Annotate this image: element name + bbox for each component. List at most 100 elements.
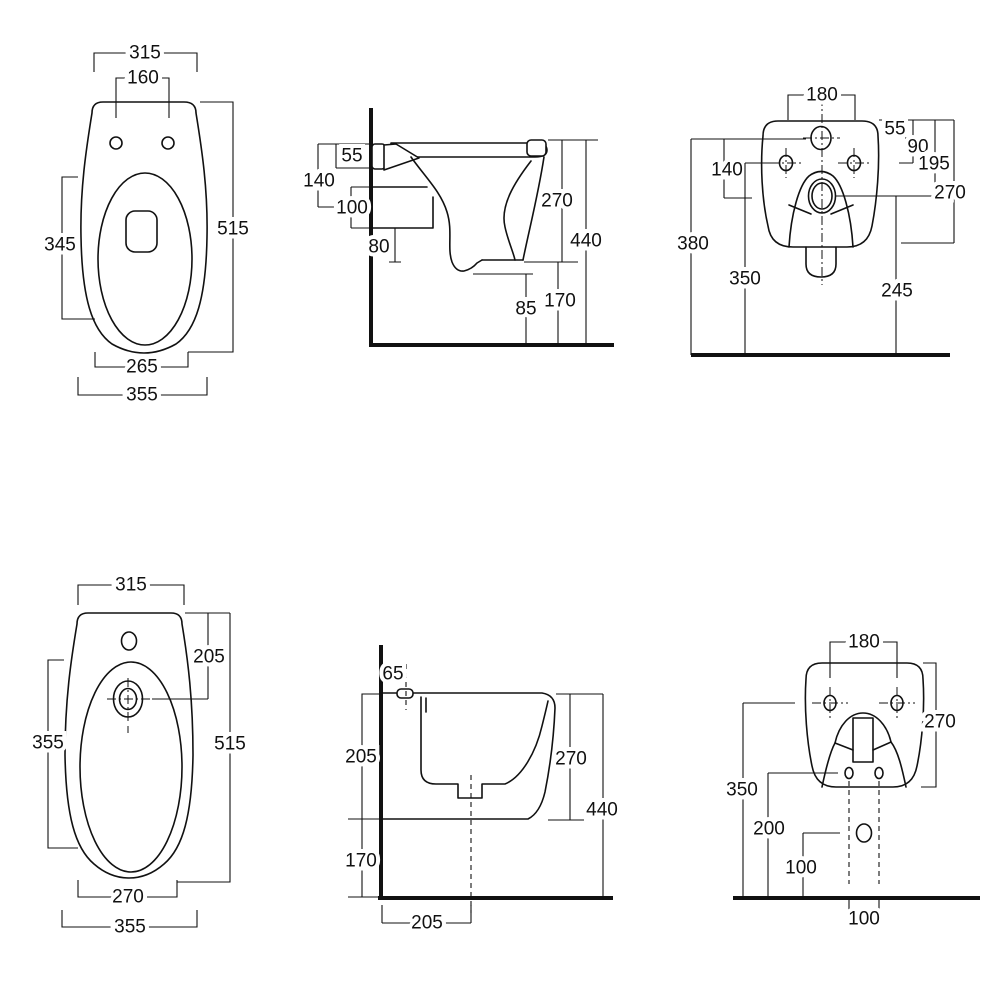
dim-inner-depth: 270 <box>548 693 603 821</box>
dim-line <box>77 584 185 605</box>
bidet-back-body-outline <box>804 662 925 788</box>
toilet-back-view: 180 55 90 195 270 140 380 350 <box>673 81 970 357</box>
dim-toilet-base-inner: 265 <box>94 352 189 382</box>
dim-line <box>921 662 937 788</box>
bidet-top-view: 315 205 355 515 270 355 <box>28 571 250 942</box>
dim-label: 515 <box>217 219 249 240</box>
dim-drain-height: 100 <box>781 832 840 898</box>
tap-hole-marker <box>396 688 414 699</box>
hole-crosshairs <box>812 687 915 719</box>
bidet-side-view: 65 205 170 205 270 440 <box>341 645 622 938</box>
arch-chords <box>834 741 892 751</box>
dim-line <box>61 176 95 320</box>
dim-bidet-base-inner: 270 <box>77 880 178 912</box>
dim-line <box>93 52 198 72</box>
dim-outlet-offset: 80 <box>364 227 401 263</box>
bidet-top-body-outline <box>64 612 194 879</box>
dim-line <box>152 612 230 700</box>
seat-fixing-hole-right <box>161 136 175 150</box>
dim-label: 100 <box>785 858 817 879</box>
dim-tap-offset: 65 <box>378 660 407 689</box>
dim-label: 55 <box>884 119 905 140</box>
dim-label: 245 <box>881 281 913 302</box>
dim-outlet-height: 245 <box>877 196 917 355</box>
dim-label: 515 <box>214 734 246 755</box>
dim-label: 355 <box>126 385 158 406</box>
dim-top-drop: 90 <box>899 120 933 164</box>
dim-label: 160 <box>127 68 159 89</box>
bowl-back-outer <box>522 156 545 261</box>
dim-bidet-top-width: 315 <box>77 571 185 605</box>
dim-label: 180 <box>848 632 880 653</box>
dim-label: 380 <box>677 234 709 255</box>
dim-body-height: 270 <box>920 662 960 788</box>
outlet-shroud <box>788 170 854 248</box>
dim-holes-height: 350 <box>722 702 795 898</box>
dim-bidet-drain-offset: 205 <box>152 612 230 700</box>
bidet-back-view: 180 270 350 200 100 100 <box>722 628 980 934</box>
dim-bidet-base-outer: 355 <box>61 910 198 942</box>
dim-line <box>317 144 336 208</box>
dim-line <box>744 162 770 355</box>
dim-line <box>829 641 898 678</box>
toilet-drain-hole <box>125 210 158 253</box>
dim-label: 55 <box>341 146 362 167</box>
dim-label: 315 <box>115 575 147 596</box>
dim-label: 355 <box>32 733 64 754</box>
dim-label: 195 <box>918 154 950 175</box>
dim-line <box>802 832 840 898</box>
dim-drain-offset: 205 <box>381 905 472 938</box>
dim-clearance: 85 <box>473 273 541 345</box>
dim-label: 85 <box>515 299 536 320</box>
waste-outlet <box>855 823 873 843</box>
dim-line <box>177 613 231 883</box>
seat-fixing-hole-left <box>109 136 123 150</box>
dim-label: 100 <box>336 198 368 219</box>
dim-label: 140 <box>711 160 743 181</box>
dim-body-depth: 205 <box>341 693 381 820</box>
dim-floor-gap: 170 <box>341 819 381 898</box>
supply-hole-right <box>874 766 884 780</box>
dim-toilet-total-length: 515 <box>188 101 253 353</box>
dim-inlet-outlet-gap: 140 <box>707 139 752 199</box>
supply-hole-left <box>844 766 854 780</box>
inlet-port-lines <box>370 186 434 229</box>
flush-inlet-block <box>371 143 386 170</box>
dim-label: 90 <box>907 137 928 158</box>
dim-toilet-base-outer: 355 <box>77 377 208 410</box>
dim-line <box>787 94 856 120</box>
dim-line <box>381 905 472 924</box>
tap-hole <box>120 631 138 651</box>
seat-hinge-cap <box>526 139 547 157</box>
cistern-wedge <box>383 143 420 171</box>
dim-inlet-height: 380 <box>673 139 713 355</box>
dim-line <box>524 139 598 263</box>
bowl-arch <box>821 712 907 788</box>
dim-line <box>767 772 838 898</box>
dim-line <box>115 77 170 118</box>
dim-back-holes-span: 180 <box>829 628 898 678</box>
dim-seat-thickness: 55 <box>318 142 371 171</box>
dim-inlet-size: 100 <box>332 186 372 229</box>
dim-bidet-total-length: 515 <box>177 613 250 883</box>
dim-label: 170 <box>544 291 576 312</box>
dim-line <box>548 693 603 821</box>
dim-line <box>350 186 371 229</box>
toilet-top-view: 315 160 345 515 265 355 <box>40 39 253 410</box>
dim-line <box>836 120 936 197</box>
dim-bidet-bowl-length: 355 <box>28 659 78 849</box>
toilet-side-view: 55 140 100 80 270 440 85 170 <box>299 108 614 347</box>
toilet-top-body-outline <box>80 101 208 354</box>
dim-line <box>47 659 78 849</box>
dim-label: 140 <box>303 171 335 192</box>
dim-label: 200 <box>753 819 785 840</box>
dim-line <box>389 227 401 263</box>
dim-holes-height: 350 <box>725 162 770 355</box>
dim-toilet-holes-span: 160 <box>115 64 170 118</box>
dim-label: 265 <box>126 357 158 378</box>
dim-line <box>77 880 178 898</box>
dim-label: 350 <box>726 780 758 801</box>
dim-label: 205 <box>411 913 443 934</box>
bidet-bowl-rim <box>79 661 183 873</box>
